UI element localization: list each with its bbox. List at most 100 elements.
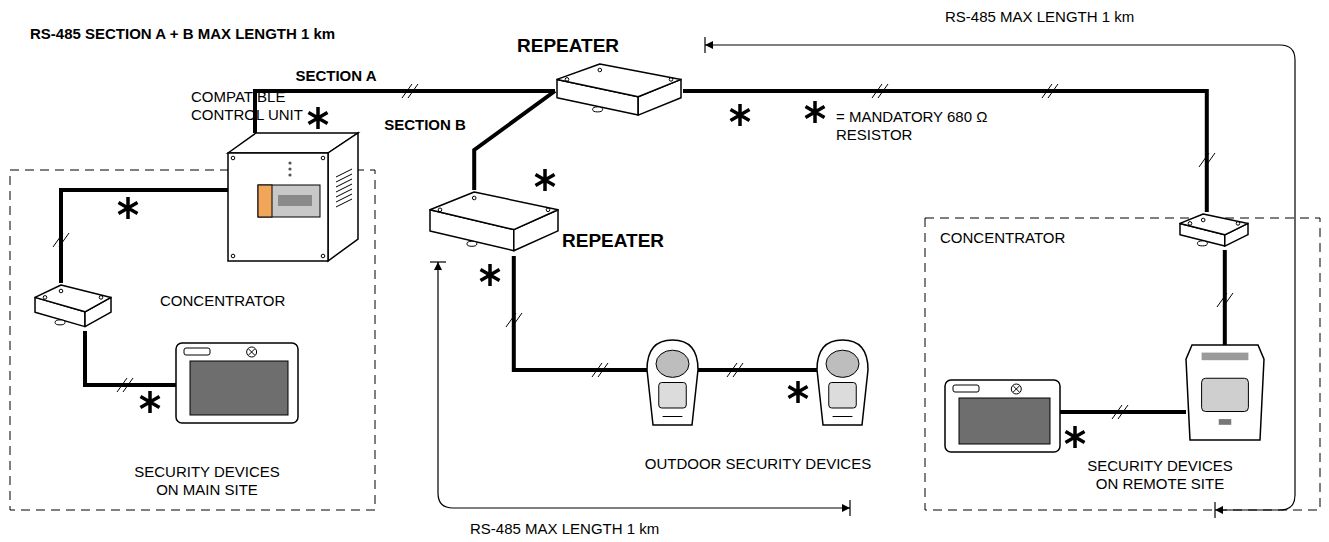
screw	[438, 208, 442, 212]
length-note: RS-485 MAX LENGTH 1 km	[470, 520, 659, 538]
repeater-box: REPEATER	[428, 190, 560, 256]
node-label: CONCENTRATOR	[940, 229, 1080, 247]
node-outline	[176, 343, 298, 423]
keypad-icon	[1013, 386, 1019, 392]
length-note: RS-485 SECTION A + B MAX LENGTH 1 km	[30, 25, 335, 43]
motion-detector: SECURITY DEVICES ON REMOTE SITE	[1186, 345, 1264, 440]
node-label: REPEATER	[562, 230, 682, 253]
repeater-box: REPEATER	[555, 62, 683, 120]
resistor-symbol	[730, 104, 749, 126]
keypad-icon	[247, 347, 257, 357]
screw	[472, 196, 476, 200]
keypad-screen	[959, 398, 1050, 444]
keypad-slot	[953, 385, 979, 392]
vent	[336, 194, 352, 202]
bus-wire	[514, 256, 640, 370]
node-outline	[428, 190, 560, 256]
bus-wire	[683, 91, 1207, 212]
vent	[336, 179, 352, 187]
dimension-line	[430, 37, 1295, 518]
bus-wire	[61, 190, 228, 283]
node-label: COMPATIBLE CONTROL UNIT	[191, 88, 311, 124]
screw	[321, 156, 325, 160]
screw	[321, 254, 325, 258]
cabinet-side	[328, 133, 358, 261]
dimension-tick	[1214, 502, 1215, 518]
mount-tab	[55, 320, 65, 325]
resistor-symbol	[118, 104, 1084, 448]
siren-body	[817, 340, 868, 425]
screw	[669, 78, 673, 82]
resistor-symbol	[140, 391, 159, 413]
cable-mark	[1112, 405, 1128, 419]
node-label: OUTDOOR SECURITY DEVICES	[618, 455, 898, 473]
keypad-body	[176, 343, 298, 423]
screw	[1188, 222, 1192, 226]
node-label: CONCENTRATOR	[160, 292, 300, 310]
node-label: REPEATER	[517, 35, 637, 58]
resistor-symbol	[1065, 426, 1084, 448]
resistor-symbol	[308, 107, 327, 129]
box-top	[430, 192, 558, 230]
bus-wire	[1223, 250, 1227, 345]
node-label: SECURITY DEVICES ON MAIN SITE	[122, 463, 292, 499]
dimension-tick	[849, 500, 850, 516]
detector-led	[1219, 419, 1231, 425]
keypad-screen	[190, 361, 288, 415]
node-outline	[33, 283, 113, 331]
front-panel	[258, 185, 272, 217]
led	[288, 173, 291, 176]
cable-mark	[53, 84, 1233, 419]
bus-wire	[85, 331, 176, 385]
screw	[546, 208, 550, 212]
cabinet-front	[228, 153, 328, 261]
vent	[336, 199, 352, 207]
keypad-icon	[1011, 384, 1021, 394]
legend-text: = MANDATORY 680 Ω RESISTOR	[836, 108, 1001, 144]
vent	[336, 169, 352, 177]
screw	[59, 289, 63, 293]
legend-sample	[805, 101, 824, 123]
screw	[231, 156, 235, 160]
mount-tab	[467, 241, 477, 246]
siren-lens	[826, 350, 859, 377]
front-panel	[278, 195, 312, 206]
detector-body	[1186, 345, 1264, 440]
keypad-icon	[249, 349, 255, 355]
node-label: SECURITY DEVICES ON REMOTE SITE	[1075, 457, 1245, 493]
led	[288, 161, 291, 164]
bus-wire	[474, 91, 555, 190]
node-outline	[555, 62, 683, 120]
resistor-symbol	[480, 264, 499, 286]
detector-lens	[1202, 378, 1249, 411]
siren-grille	[829, 383, 857, 409]
keypad-device	[945, 380, 1060, 452]
node-outline	[640, 340, 875, 428]
dimension-tick	[704, 37, 705, 53]
dimension-tick	[430, 261, 446, 262]
resistor-symbol	[535, 169, 554, 191]
section-label: SECTION B	[382, 116, 468, 134]
length-note: RS-485 MAX LENGTH 1 km	[945, 8, 1134, 26]
node-outline	[1186, 345, 1264, 440]
screw	[1236, 222, 1240, 226]
vent	[336, 184, 352, 192]
screw	[598, 68, 602, 72]
screw	[43, 296, 47, 300]
control-unit: COMPATIBLE CONTROL UNIT	[228, 133, 358, 261]
concentrator-box: CONCENTRATOR	[1178, 212, 1250, 250]
box-top	[557, 64, 681, 97]
site-region	[10, 170, 1320, 510]
front-panel	[258, 185, 320, 217]
screw	[1201, 218, 1205, 222]
screw	[99, 296, 103, 300]
siren-line	[663, 416, 683, 417]
keypad-device: SECURITY DEVICES ON MAIN SITE	[176, 343, 298, 423]
siren-line	[833, 416, 853, 417]
siren-grille	[659, 383, 687, 409]
node-outline	[228, 133, 358, 261]
mount-tab	[1197, 241, 1207, 246]
section-label: SECTION A	[293, 67, 378, 85]
keypad-body	[945, 380, 1060, 452]
